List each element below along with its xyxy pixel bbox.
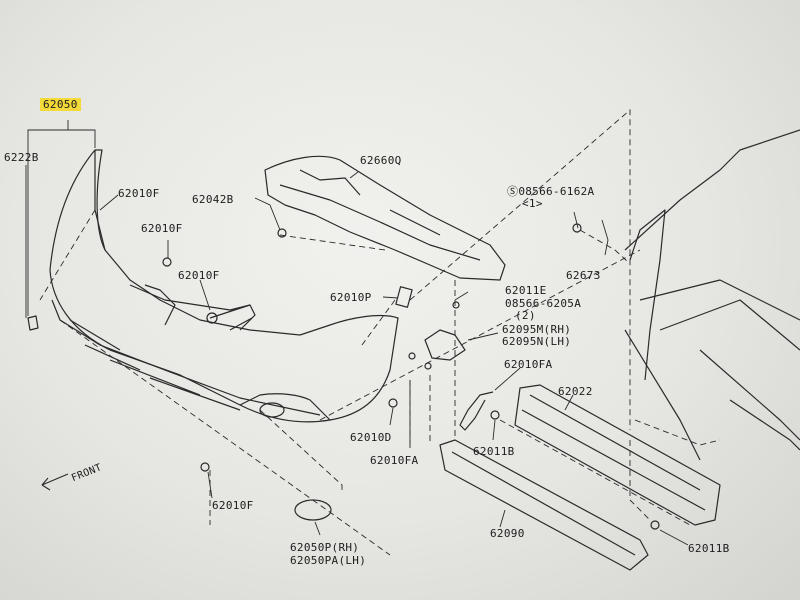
alignment-lines	[39, 109, 721, 556]
cable-tie-62010fa	[459, 391, 494, 431]
front-arrow-icon	[41, 473, 69, 491]
part-label-08566-6162a: Ⓢ08566-6162A	[507, 185, 595, 198]
part-label-62010fa-a: 62010FA	[504, 358, 553, 371]
part-label-62050p: 62050P(RH)	[290, 541, 360, 554]
part-label-62011e: 62011E	[505, 284, 547, 297]
part-label-62010f-d: 62010F	[212, 499, 254, 512]
undercover-62660q	[264, 155, 506, 281]
part-label-62095m: 62095M(RH)	[502, 323, 572, 336]
fog-cover-62050p	[294, 499, 332, 521]
bracket-62095	[424, 329, 466, 361]
part-label-62090: 62090	[490, 527, 525, 540]
part-label-62010f-a: 62010F	[118, 187, 160, 200]
leader-lines	[25, 120, 689, 546]
part-label-62042b: 62042B	[192, 193, 234, 206]
part-qty-08566-6205a: (2)	[515, 309, 536, 322]
part-label-62010p: 62010P	[330, 291, 372, 304]
part-label-08566-6205a: 08566-6205A	[505, 297, 582, 310]
part-label-62011b-b: 62011B	[688, 542, 730, 555]
clip-62010p	[395, 286, 413, 308]
part-qty-08566-6162a: <1>	[522, 197, 543, 210]
part-label-62010fa-b: 62010FA	[370, 454, 419, 467]
part-label-62660q: 62660Q	[360, 154, 402, 167]
absorber-62090	[439, 439, 649, 571]
part-label-62022: 62022	[558, 385, 593, 398]
part-label-62011b-a: 62011B	[473, 445, 515, 458]
part-label-62050pa: 62050PA(LH)	[290, 554, 367, 567]
part-number-08566-6162a: 08566-6162A	[518, 185, 595, 198]
vehicle-body	[624, 129, 800, 461]
part-label-62095n: 62095N(LH)	[502, 335, 572, 348]
part-label-62010f-b: 62010F	[141, 222, 183, 235]
part-label-62050: 62050	[40, 98, 81, 111]
part-label-62010f-c: 62010F	[178, 269, 220, 282]
reinforcement-62022	[514, 384, 721, 526]
bumper-fascia-62050	[49, 149, 399, 423]
bracket-6222b	[27, 315, 39, 331]
part-label-62010d: 62010D	[350, 431, 392, 444]
part-label-6222b: 6222B	[4, 151, 39, 164]
part-label-62673: 62673	[566, 269, 601, 282]
